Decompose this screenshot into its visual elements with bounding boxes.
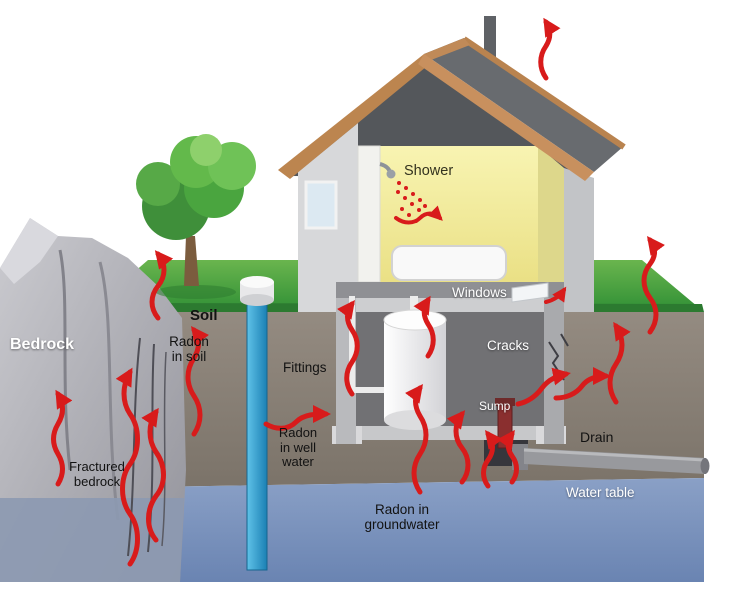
radon-arrow-fittings	[337, 299, 360, 397]
radon-arrow-fracture	[141, 407, 166, 543]
radon-arrow-window	[544, 286, 567, 304]
radon-arrow-sump	[481, 429, 503, 489]
roof-left-trim	[278, 54, 432, 179]
tree	[136, 134, 256, 299]
radon-arrow-surface-right	[641, 235, 665, 335]
radon-arrow-surface	[149, 250, 174, 321]
radon-arrows	[51, 17, 665, 567]
bedrock-cliff	[0, 218, 186, 582]
foundation-band	[336, 298, 564, 312]
roof-front	[278, 54, 594, 181]
drain-pipe-end	[700, 458, 710, 474]
radon-arrow-soil-right	[607, 321, 631, 405]
well-column	[246, 297, 268, 571]
water-heater-base	[384, 410, 446, 430]
shower-head-icon	[386, 169, 396, 179]
radon-arrow-soil	[185, 325, 209, 437]
radon-arrow-cracks	[515, 367, 571, 407]
bedrock-highlight	[0, 218, 58, 284]
bedrock-body	[0, 218, 186, 582]
radon-arrow-underslab	[446, 410, 471, 485]
radon-arrow-cracks	[553, 367, 612, 401]
fracture-line	[161, 351, 167, 547]
tree-canopy-highlight	[190, 134, 222, 166]
grade-window	[511, 282, 549, 303]
right-exterior-wall	[564, 168, 594, 312]
roof-right-trim	[418, 54, 594, 181]
radon-arrow-well-water	[263, 405, 332, 431]
tree-trunk	[184, 236, 199, 286]
floor-band	[336, 282, 564, 298]
roof-ridge	[424, 38, 470, 60]
well-cap-top	[240, 276, 274, 288]
bathtub	[391, 245, 507, 281]
radon-arrow-fracture	[115, 367, 140, 567]
drain-pipe	[524, 448, 706, 474]
room-side-wall	[538, 146, 564, 298]
fracture-line	[127, 337, 141, 557]
tree-shadow	[156, 285, 236, 299]
radon-arrow-underslab	[405, 383, 429, 495]
roof-back	[424, 36, 626, 172]
tree-canopy	[136, 162, 180, 206]
sump-pump-cap	[495, 398, 515, 406]
bedrock-crevice	[58, 249, 72, 471]
drain-pipe-highlight	[523, 448, 705, 462]
radon-arrow-bedrock	[51, 389, 73, 487]
house	[291, 64, 594, 312]
bedrock-submerged	[0, 498, 184, 582]
shower-stall	[357, 145, 381, 283]
water-heater-top	[383, 309, 447, 331]
well-cap-base	[240, 294, 274, 306]
left-wall-window	[304, 180, 338, 230]
roof-back-plane	[424, 38, 624, 172]
radon-arrow-roof	[538, 17, 561, 81]
well	[240, 276, 274, 571]
bedrock-crevice	[98, 261, 120, 521]
radon-arrow-sump	[497, 429, 519, 485]
radon-arrow-shower	[394, 205, 443, 225]
radon-arrow-heater	[413, 295, 436, 359]
water-table-layer	[88, 478, 704, 582]
roof-back-trim	[462, 36, 626, 150]
basement-wall-right	[544, 298, 564, 444]
